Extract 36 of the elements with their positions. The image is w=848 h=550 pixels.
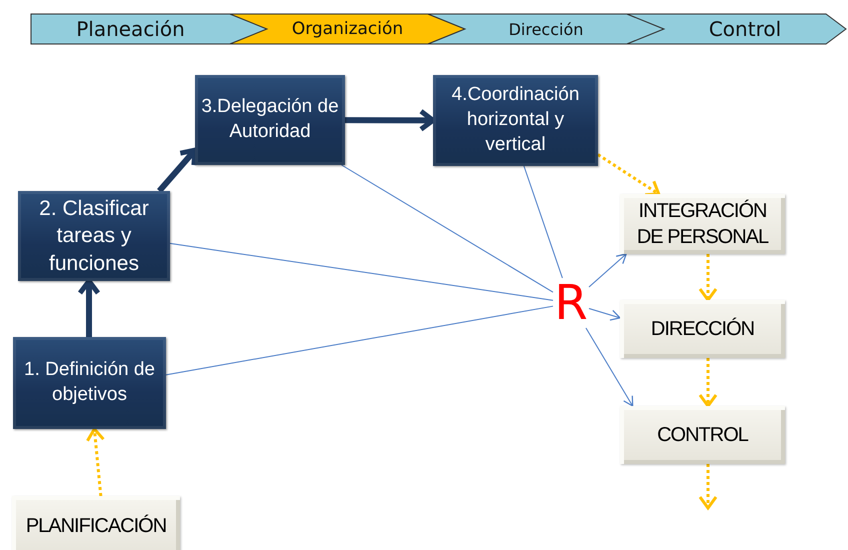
arrow xyxy=(585,328,634,407)
arrow xyxy=(78,278,100,337)
box-label: INTEGRACIÓN DE PERSONAL xyxy=(636,198,770,250)
box-label: PLANIFICACIÓN xyxy=(24,514,168,539)
step-box xyxy=(195,75,345,165)
box-label: Organización xyxy=(292,19,404,39)
connector-line xyxy=(341,164,554,293)
box-label: 2. Clasificar tareas y funciones xyxy=(38,196,150,277)
dotted-arrow xyxy=(597,153,660,196)
step-box xyxy=(13,337,166,429)
dotted-arrow xyxy=(698,358,718,408)
box-label: Planeación xyxy=(76,17,185,41)
function-box xyxy=(620,300,785,358)
box-label: Control xyxy=(708,17,782,41)
step-box xyxy=(18,191,170,281)
box-label: 4.Coordinación horizontal y vertical xyxy=(450,83,580,157)
arrow xyxy=(345,108,436,132)
node-label: R xyxy=(554,279,588,327)
step-box xyxy=(433,75,598,166)
dotted-arrow xyxy=(86,428,105,496)
function-box xyxy=(620,406,785,464)
box-label: 3.Delegación de Autoridad xyxy=(200,95,340,144)
box-label: Dirección xyxy=(508,20,584,38)
arrow xyxy=(588,253,627,288)
dotted-arrow xyxy=(698,464,718,510)
box-label: DIRECCIÓN xyxy=(650,316,756,342)
box-label: 1. Definición de objetivos xyxy=(23,358,156,407)
box-label: CONTROL xyxy=(656,423,750,448)
arrow xyxy=(588,308,621,321)
function-box xyxy=(12,496,180,550)
arrow xyxy=(157,148,198,193)
connector-line xyxy=(523,166,563,278)
function-box xyxy=(620,194,785,254)
dotted-arrow xyxy=(698,254,718,302)
connector-line xyxy=(170,242,554,301)
connector-line xyxy=(166,306,554,376)
